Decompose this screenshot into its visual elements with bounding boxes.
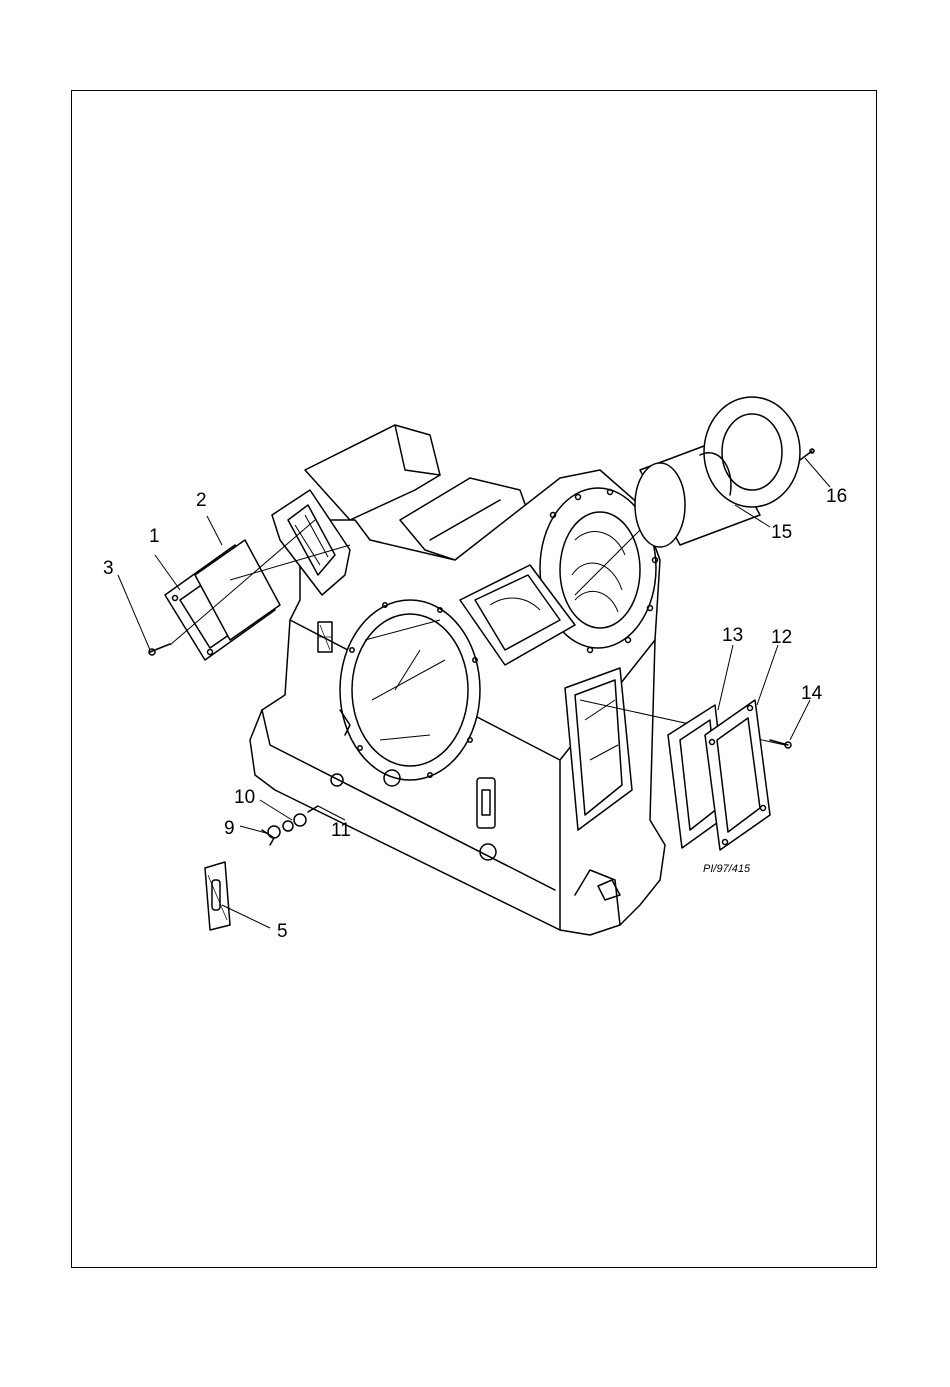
sight-glass-5: [205, 862, 230, 930]
gearbox-housing: [250, 425, 665, 935]
callout-16: 16: [826, 486, 847, 507]
drain-fittings-9-10-11: [262, 806, 318, 845]
callout-2: 2: [196, 490, 207, 511]
callout-14: 14: [801, 683, 823, 704]
bolt-3: [149, 644, 170, 655]
callout-1: 1: [149, 526, 160, 547]
callout-13: 13: [722, 625, 743, 646]
screw-16: [800, 449, 814, 460]
callout-15: 15: [771, 522, 792, 543]
callout-9: 9: [224, 818, 235, 839]
callout-3: 3: [103, 558, 114, 579]
callout-5: 5: [277, 921, 288, 942]
callout-10: 10: [234, 787, 255, 808]
figure-reference: PI/97/415: [703, 863, 751, 875]
callout-11: 11: [331, 820, 351, 841]
callout-12: 12: [771, 627, 792, 648]
